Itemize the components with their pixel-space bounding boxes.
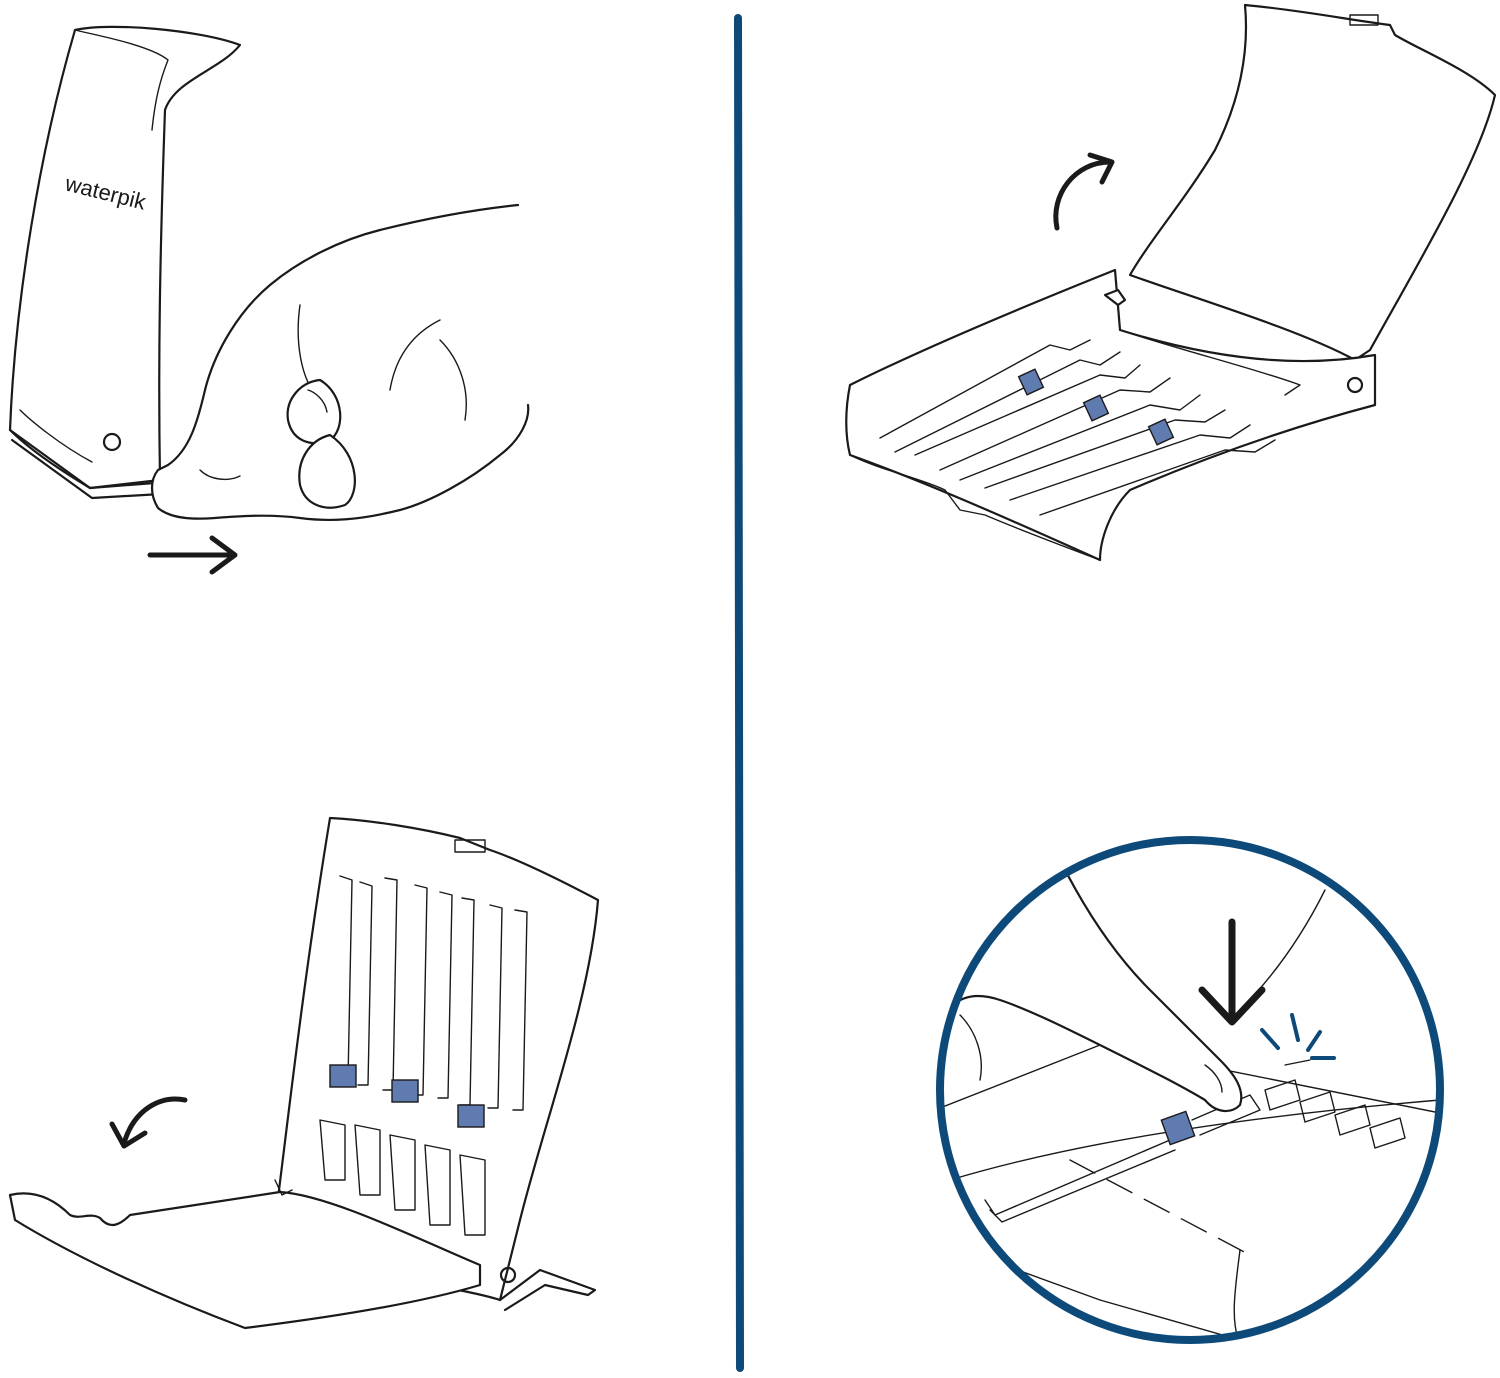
closed-case: waterpik	[8, 25, 242, 500]
click-burst-icon	[1260, 1013, 1336, 1060]
open-lid	[1128, 3, 1497, 362]
curved-arrow-up-icon	[1053, 159, 1113, 231]
panel-divider	[734, 14, 744, 1372]
tray-base	[845, 268, 1377, 562]
arrow-down-icon	[1198, 918, 1266, 1026]
panel-2-open-lid	[845, 3, 1497, 562]
hinge-icon	[102, 432, 122, 452]
panel-1-slide-base: waterpik	[8, 25, 530, 575]
panel-3-fold-tray	[8, 816, 600, 1330]
detail-magnifier-circle	[936, 836, 1444, 1344]
hinge-icon	[499, 1266, 517, 1284]
panel-4-click-in	[936, 836, 1444, 1344]
hinge-icon	[1346, 376, 1364, 394]
hanging-tips	[319, 875, 528, 1236]
curved-arrow-down-icon	[122, 1096, 188, 1143]
stored-tips	[879, 339, 1276, 516]
folding-tray	[8, 1179, 482, 1330]
hand-illustration	[150, 203, 530, 521]
upright-case	[268, 816, 600, 1312]
arrow-right-icon	[147, 535, 238, 575]
slot-row	[1264, 1059, 1406, 1149]
